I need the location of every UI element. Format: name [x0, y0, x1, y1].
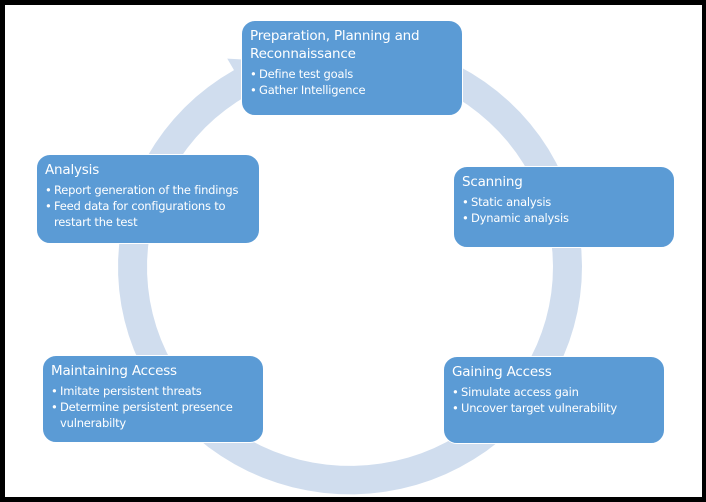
node-bullet: Gather Intelligence	[250, 82, 454, 98]
node-title: Gaining Access	[452, 364, 552, 380]
node-bullet: Define test goals	[250, 66, 454, 82]
node-bullet: Dynamic analysis	[462, 210, 666, 226]
node-scanning: Scanning Static analysis Dynamic analysi…	[453, 166, 675, 248]
node-title: Scanning	[462, 174, 523, 190]
node-bullet: Report generation of the findings	[45, 182, 251, 198]
node-title: Analysis	[45, 162, 100, 178]
node-bullet: Static analysis	[462, 194, 666, 210]
node-title: Preparation, Planning and Reconnaissance	[250, 28, 420, 62]
node-bullet: Imitate persistent threats	[51, 383, 255, 399]
node-title: Maintaining Access	[51, 363, 177, 379]
node-preparation: Preparation, Planning and Reconnaissance…	[241, 20, 463, 116]
node-bullet: Simulate access gain	[452, 384, 656, 400]
diagram-canvas: Preparation, Planning and Reconnaissance…	[5, 5, 702, 497]
node-maintaining-access: Maintaining Access Imitate persistent th…	[42, 355, 264, 443]
node-bullet: Determine persistent presence vulnerabil…	[51, 399, 255, 431]
node-gaining-access: Gaining Access Simulate access gain Unco…	[443, 356, 665, 444]
node-analysis: Analysis Report generation of the findin…	[36, 154, 260, 244]
node-bullet: Feed data for configurations to restart …	[45, 198, 251, 230]
node-bullet: Uncover target vulnerability	[452, 400, 656, 416]
